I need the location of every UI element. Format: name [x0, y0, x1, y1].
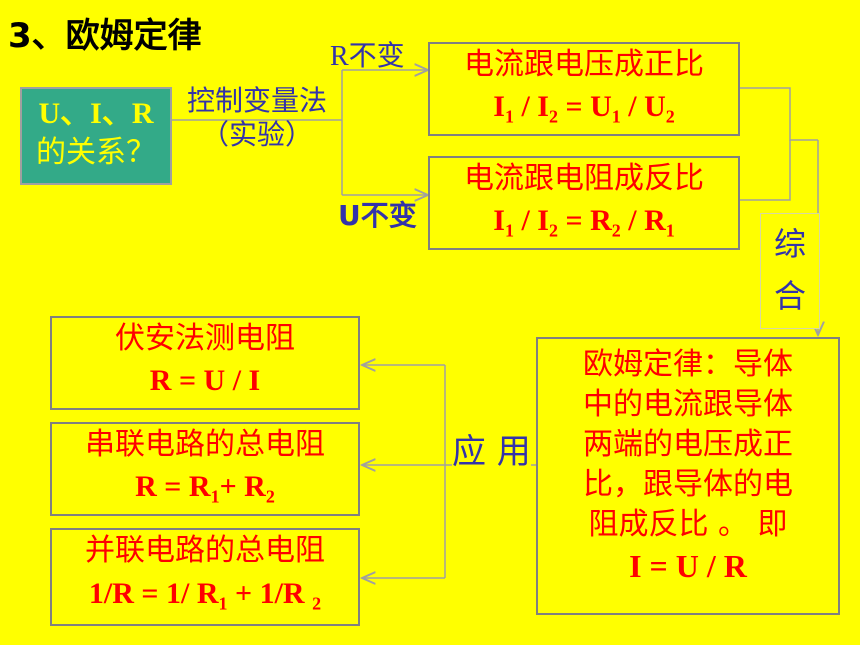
ohm-law-line1: 欧姆定律：导体	[583, 347, 793, 382]
ohm-law-line2: 中的电流跟导体	[583, 387, 793, 422]
start-box-line2: 的关系？	[36, 135, 156, 170]
method-label: 控制变量法 （实验）	[172, 84, 342, 152]
inverse-proportion-text: 电流跟电阻成反比	[464, 161, 704, 196]
start-box-line1: U、I、R	[38, 97, 154, 130]
method-line2: （实验）	[200, 118, 313, 151]
direct-proportion-box: 电流跟电压成正比 I1 / I2 = U1 / U2	[428, 42, 740, 136]
inverse-proportion-box: 电流跟电阻成反比 I1 / I2 = R2 / R1	[428, 156, 740, 250]
combine-char1: 综	[773, 225, 806, 263]
app2-formula: R = R1+ R2	[135, 470, 275, 507]
arrow-merge-bottom	[740, 140, 791, 201]
page-title: 3、欧姆定律	[8, 16, 202, 56]
combine-char2: 合	[773, 277, 806, 315]
direct-proportion-formula: I1 / I2 = U1 / U2	[493, 90, 675, 127]
app-box-voltammetry: 伏安法测电阻 R = U / I	[50, 316, 360, 410]
app-box-parallel: 并联电路的总电阻 1/R = 1/ R1 + 1/R 2	[50, 528, 360, 626]
ohm-law-formula: I = U / R	[629, 548, 747, 584]
ohm-law-line5: 阻成反比 。 即	[588, 507, 788, 542]
combine-label: 综 合	[760, 213, 820, 329]
app1-text: 伏安法测电阻	[115, 321, 295, 356]
app3-text: 并联电路的总电阻	[85, 533, 325, 568]
start-box: U、I、R 的关系？	[20, 87, 172, 185]
app2-text: 串联电路的总电阻	[85, 427, 325, 462]
branch-top-label: R不变	[330, 41, 405, 72]
ohm-law-box: 欧姆定律：导体 中的电流跟导体 两端的电压成正 比，跟导体的电 阻成反比 。 即…	[536, 337, 840, 615]
ohm-law-line3: 两端的电压成正	[583, 427, 793, 462]
apply-label: 应 用	[452, 424, 531, 473]
method-line1: 控制变量法	[186, 84, 327, 117]
direct-proportion-text: 电流跟电压成正比	[464, 47, 704, 82]
arrow-merge-top	[740, 87, 818, 141]
inverse-proportion-formula: I1 / I2 = R2 / R1	[493, 204, 675, 241]
app3-formula: 1/R = 1/ R1 + 1/R 2	[88, 577, 322, 614]
ohm-law-line4: 比，跟导体的电	[583, 467, 793, 502]
app1-formula: R = U / I	[149, 364, 261, 397]
branch-bottom-label: U不变	[338, 199, 417, 232]
app-box-series: 串联电路的总电阻 R = R1+ R2	[50, 422, 360, 516]
